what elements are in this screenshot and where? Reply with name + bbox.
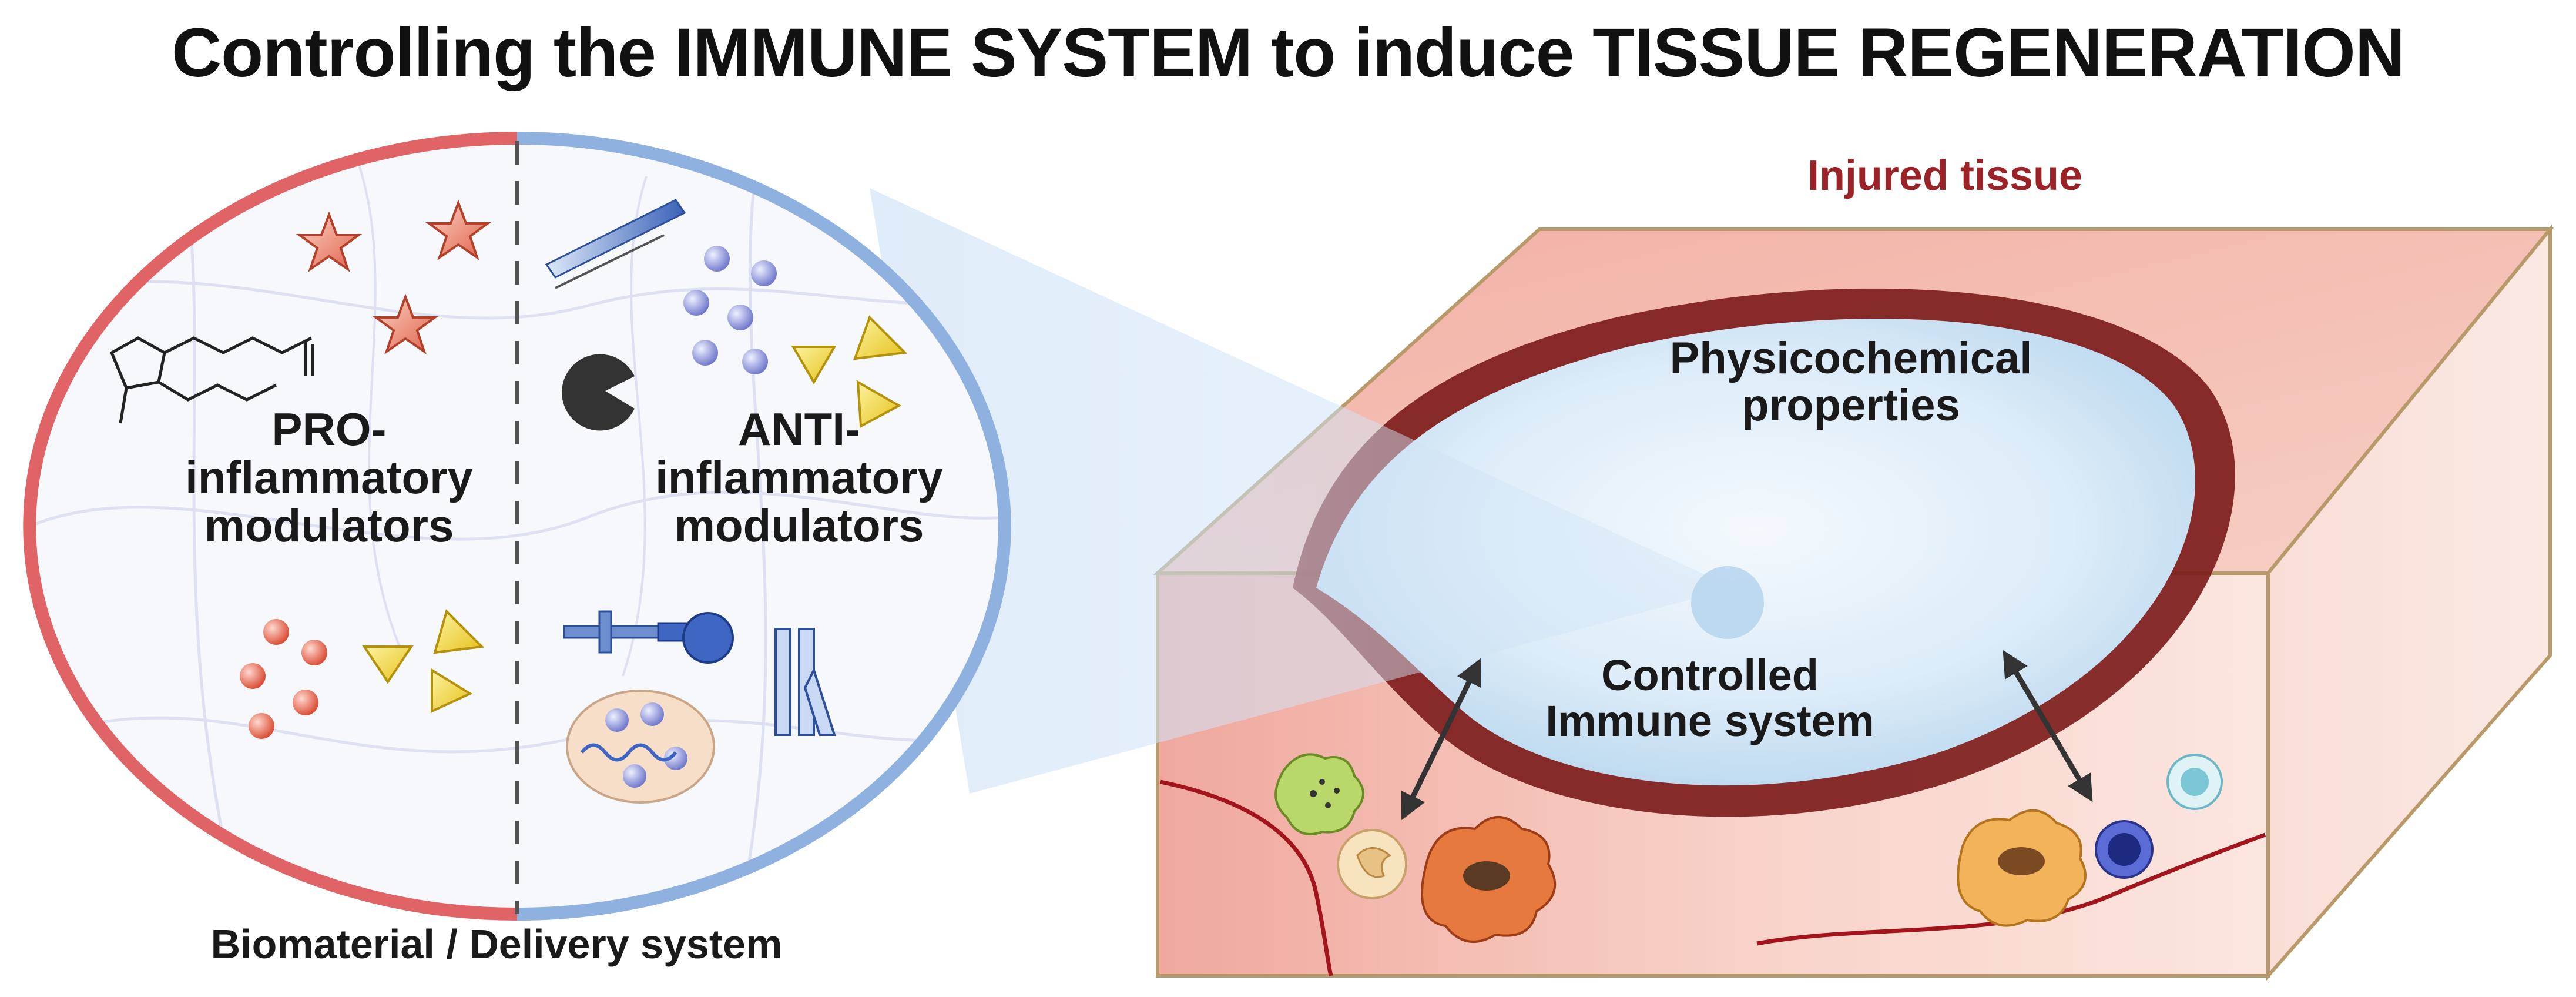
controlled-immune-line: Immune system (1545, 696, 1874, 745)
biomaterial-caption: Biomaterial / Delivery system (210, 921, 783, 967)
pro-label-line: inflammatory (185, 451, 473, 503)
blue-particle-icon (751, 260, 777, 286)
red-particle-icon (263, 619, 289, 645)
prostaglandin-molecule-icon (109, 336, 314, 424)
physicochemical-line: properties (1742, 380, 1960, 430)
pacman-icon (562, 354, 635, 431)
anti-border (516, 132, 1011, 921)
diagram-title: Controlling the IMMUNE SYSTEM to induce … (171, 14, 2405, 92)
triangle-icon (853, 315, 908, 360)
pro-label-line: modulators (204, 499, 454, 551)
interaction-arrow (2003, 650, 2093, 802)
controlled-immune-label: Controlled Immune system (1445, 653, 1974, 744)
red-particle-icon (249, 713, 274, 739)
red-particle-icon (293, 690, 318, 715)
wound-cavity (1316, 319, 2196, 786)
blood-vessel (1160, 779, 1333, 976)
triangle-icon (856, 380, 902, 429)
anti-inflammatory-icons (545, 199, 908, 804)
receptor-icon (563, 610, 734, 664)
pro-label-line: PRO- (271, 403, 387, 455)
blue-particle-icon (727, 305, 753, 330)
red-particle-icon (240, 663, 266, 689)
anti-label-line: ANTI- (738, 403, 860, 455)
blue-particle-icon (742, 349, 768, 374)
physicochemical-label: Physicochemical properties (1528, 335, 2174, 429)
biomaterial-ellipse (23, 132, 1011, 921)
rod-icon (545, 199, 686, 279)
granulocyte-cell (1274, 753, 1364, 835)
red-particle-icon (301, 640, 327, 665)
anti-inflammatory-label: ANTI- inflammatory modulators (635, 403, 964, 551)
blood-vessel (1756, 832, 2266, 946)
injured-tissue-label: Injured tissue (1807, 152, 2083, 199)
triangle-icon (362, 645, 414, 684)
pro-border (23, 132, 518, 921)
physicochemical-line: Physicochemical (1669, 333, 2032, 383)
focus-point (1691, 566, 1764, 639)
anti-label-line: inflammatory (655, 451, 943, 503)
star-icon (372, 293, 439, 355)
controlled-immune-line: Controlled (1601, 651, 1819, 700)
pro-inflammatory-label: PRO- inflammatory modulators (176, 403, 482, 551)
pro-inflammatory-icons (109, 199, 492, 739)
triangle-icon (431, 668, 473, 714)
star-icon (296, 211, 363, 273)
blue-particle-icon (692, 340, 718, 366)
blue-particle-icon (683, 290, 709, 316)
interaction-arrow (1401, 658, 1481, 821)
zoom-beam (870, 188, 1733, 794)
anti-label-line: modulators (674, 499, 924, 551)
star-icon (425, 199, 492, 261)
rod-icon (555, 234, 665, 289)
antibody-icon (774, 628, 836, 736)
triangle-icon (791, 346, 837, 384)
triangle-icon (433, 609, 485, 654)
blue-particle-icon (704, 246, 730, 272)
immune-cells (1274, 753, 2223, 943)
vesicle-icon (566, 690, 715, 804)
